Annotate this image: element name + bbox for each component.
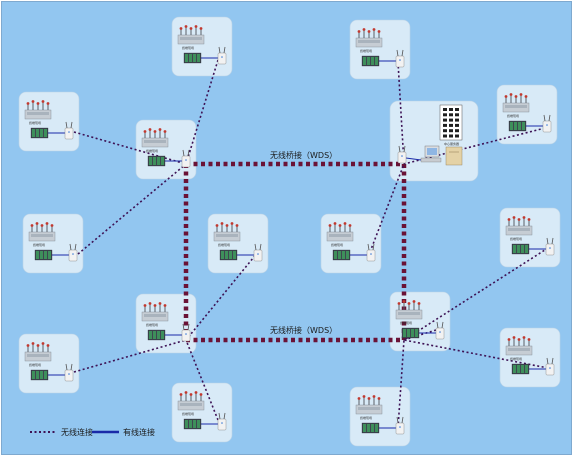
plc-icon [401, 327, 420, 339]
building-window [455, 134, 459, 138]
legend-wireless-label: 无线连接 [61, 427, 93, 437]
site-label: 终端现场 [510, 356, 522, 361]
wireless-link [73, 339, 187, 373]
site-card [320, 213, 382, 274]
wireless-link [403, 127, 546, 165]
site-card [18, 333, 80, 394]
wireless-link [403, 329, 437, 341]
plc-icon [147, 155, 166, 167]
plc-icon [183, 52, 202, 64]
site-label: 终端现场 [360, 48, 372, 53]
site-label: 终端现场 [510, 236, 522, 241]
site-card [171, 16, 233, 77]
wireless-links [73, 59, 549, 429]
site-card [349, 19, 411, 80]
monitor-screen [427, 148, 437, 155]
plc-icon [332, 249, 351, 261]
site-label: 终端现场 [29, 362, 41, 367]
site-card [171, 382, 233, 443]
building-window [449, 134, 453, 138]
building-window [455, 108, 459, 111]
legend: 无线连接 有线连接 [30, 427, 155, 437]
wireless-link [397, 339, 405, 429]
building-window [443, 118, 447, 122]
site-card [496, 84, 558, 145]
site-label: 终端现场 [218, 242, 230, 247]
building-window [449, 129, 453, 133]
plc-icon [361, 55, 380, 67]
wds-top-label: 无线桥接（WDS） [270, 150, 337, 160]
site-card [349, 386, 411, 447]
site-card [499, 327, 561, 388]
plc-icon [219, 249, 238, 261]
legend-wired-label: 有线连接 [123, 427, 155, 437]
building-window [455, 123, 459, 127]
site-card [22, 213, 84, 274]
site-label: 终端现场 [331, 242, 343, 247]
site-label: 终端现场 [29, 120, 41, 125]
server-icon [445, 146, 463, 166]
site-card [135, 119, 197, 180]
server-label: 中心服务器 [444, 141, 459, 146]
wireless-link [185, 251, 259, 341]
building-window [449, 118, 453, 122]
plc-icon [30, 127, 49, 139]
building-window [443, 123, 447, 127]
plc-icon [34, 249, 53, 261]
site-card [207, 213, 269, 274]
server-card [389, 100, 479, 182]
site-label: 终端现场 [507, 113, 519, 118]
site-label: 终端现场 [182, 45, 194, 50]
plc-icon [30, 369, 49, 381]
site-label: 终端现场 [182, 411, 194, 416]
wds-bottom-label: 无线桥接（WDS） [270, 325, 337, 335]
plc-icon [511, 243, 530, 255]
wireless-link [77, 163, 187, 255]
plc-icon [511, 363, 530, 375]
building-icon [439, 104, 463, 141]
wireless-link [403, 339, 549, 369]
wireless-link [185, 339, 219, 421]
site-card [18, 91, 80, 152]
building-window [443, 113, 447, 117]
wireless-link [397, 61, 405, 165]
building-window [449, 123, 453, 127]
building-window [449, 108, 453, 111]
wired-link [405, 157, 422, 161]
site-label: 终端现场 [360, 415, 372, 420]
wireless-link [403, 247, 549, 341]
wireless-link [185, 59, 219, 165]
plc-icon [183, 418, 202, 430]
building-window [443, 108, 447, 111]
site-label: 终端现场 [33, 242, 45, 247]
site-label: 终端现场 [400, 320, 412, 325]
plc-icon [361, 422, 380, 434]
wired-links [48, 57, 546, 429]
wds-backbone [183, 161, 407, 343]
wireless-link [73, 131, 187, 165]
keyboard [420, 157, 442, 163]
site-label: 终端现场 [146, 322, 158, 327]
plc-icon [147, 329, 166, 341]
building-window [455, 118, 459, 122]
server-body [445, 146, 463, 166]
building-window [455, 129, 459, 133]
plc-icon [508, 120, 527, 132]
computer-icon [420, 145, 442, 163]
site-label: 终端现场 [146, 148, 158, 153]
building-window [443, 134, 447, 138]
site-card [499, 207, 561, 268]
building-window [455, 113, 459, 117]
building-window [443, 129, 447, 133]
building-window [449, 113, 453, 117]
